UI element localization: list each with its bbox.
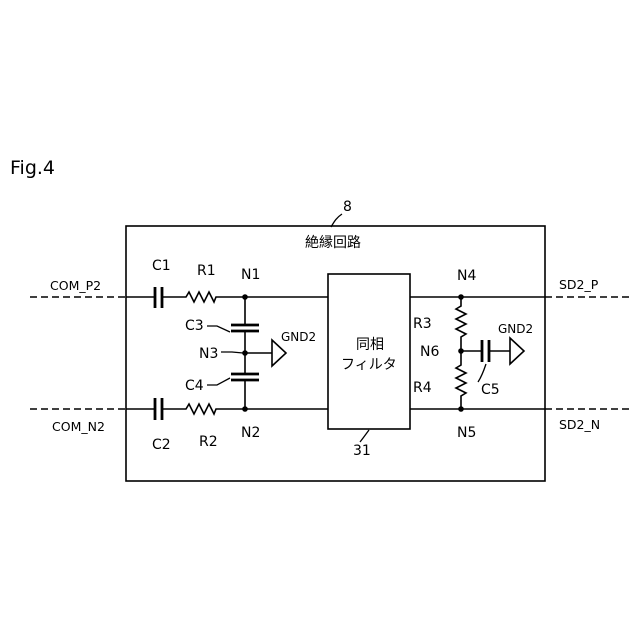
n6-label: N6 bbox=[420, 344, 439, 360]
r4-label: R4 bbox=[413, 380, 432, 396]
filter-label-line1: 同相 bbox=[356, 337, 384, 353]
n3-label: N3 bbox=[199, 346, 218, 362]
sd-p-label: SD2_P bbox=[559, 277, 599, 292]
n1-label: N1 bbox=[241, 267, 260, 283]
c4-leader bbox=[207, 378, 230, 385]
filter-label-line2: フィルタ bbox=[341, 357, 397, 373]
sd-n-label: SD2_N bbox=[559, 417, 600, 432]
block-title: 絶縁回路 bbox=[305, 235, 361, 251]
figure-label: Fig.4 bbox=[10, 157, 55, 179]
com-p-label: COM_P2 bbox=[50, 278, 101, 293]
right-ground-label: GND2 bbox=[498, 322, 533, 336]
n3-leader bbox=[221, 352, 243, 353]
filter-ref-number: 31 bbox=[353, 443, 371, 459]
c5-label: C5 bbox=[481, 382, 500, 398]
left-ground-label: GND2 bbox=[281, 330, 316, 344]
c4-label: C4 bbox=[185, 378, 204, 394]
c2-label: C2 bbox=[152, 437, 171, 453]
c5-leader bbox=[478, 364, 486, 382]
c1-label: C1 bbox=[152, 258, 171, 274]
c3-leader bbox=[207, 326, 230, 332]
r3-label: R3 bbox=[413, 316, 432, 332]
n2-label: N2 bbox=[241, 425, 260, 441]
block-ref-leader bbox=[331, 214, 342, 227]
right-ground-symbol bbox=[510, 338, 524, 364]
com-n-label: COM_N2 bbox=[52, 419, 105, 434]
n4-label: N4 bbox=[457, 268, 476, 284]
r4-resistor bbox=[456, 351, 466, 409]
r2-label: R2 bbox=[199, 434, 218, 450]
r3-resistor bbox=[456, 297, 466, 351]
r1-label: R1 bbox=[197, 263, 216, 279]
block-ref-number: 8 bbox=[343, 199, 352, 215]
filter-ref-leader bbox=[360, 430, 369, 442]
n5-label: N5 bbox=[457, 425, 476, 441]
c3-label: C3 bbox=[185, 318, 204, 334]
